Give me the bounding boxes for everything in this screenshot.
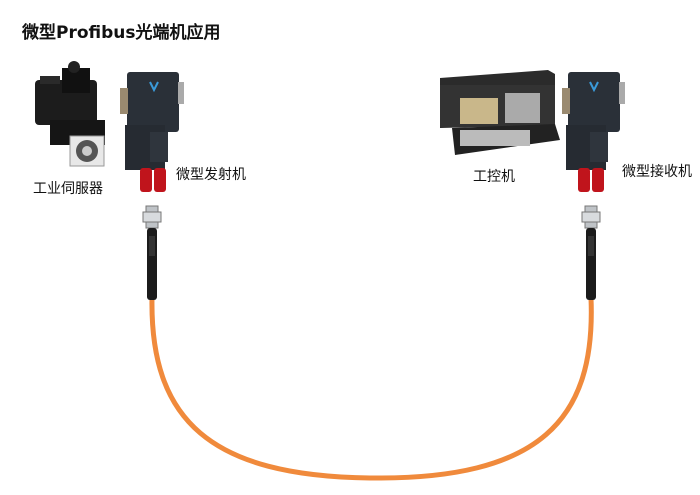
st-connector-right xyxy=(581,205,601,300)
servo-motor-image xyxy=(35,61,105,167)
servo-label: 工业伺服器 xyxy=(33,181,103,197)
st-connector-left xyxy=(142,205,162,300)
transmitter-image xyxy=(120,72,184,192)
page-title: 微型Profibus光端机应用 xyxy=(22,23,221,43)
receiver-image xyxy=(562,72,625,192)
transmitter-label: 微型发射机 xyxy=(176,167,246,183)
receiver-label: 微型接收机 xyxy=(622,164,692,180)
ipc-label: 工控机 xyxy=(473,169,515,185)
fiber-optic-cable xyxy=(149,295,594,481)
industrial-pc-image xyxy=(440,70,560,155)
